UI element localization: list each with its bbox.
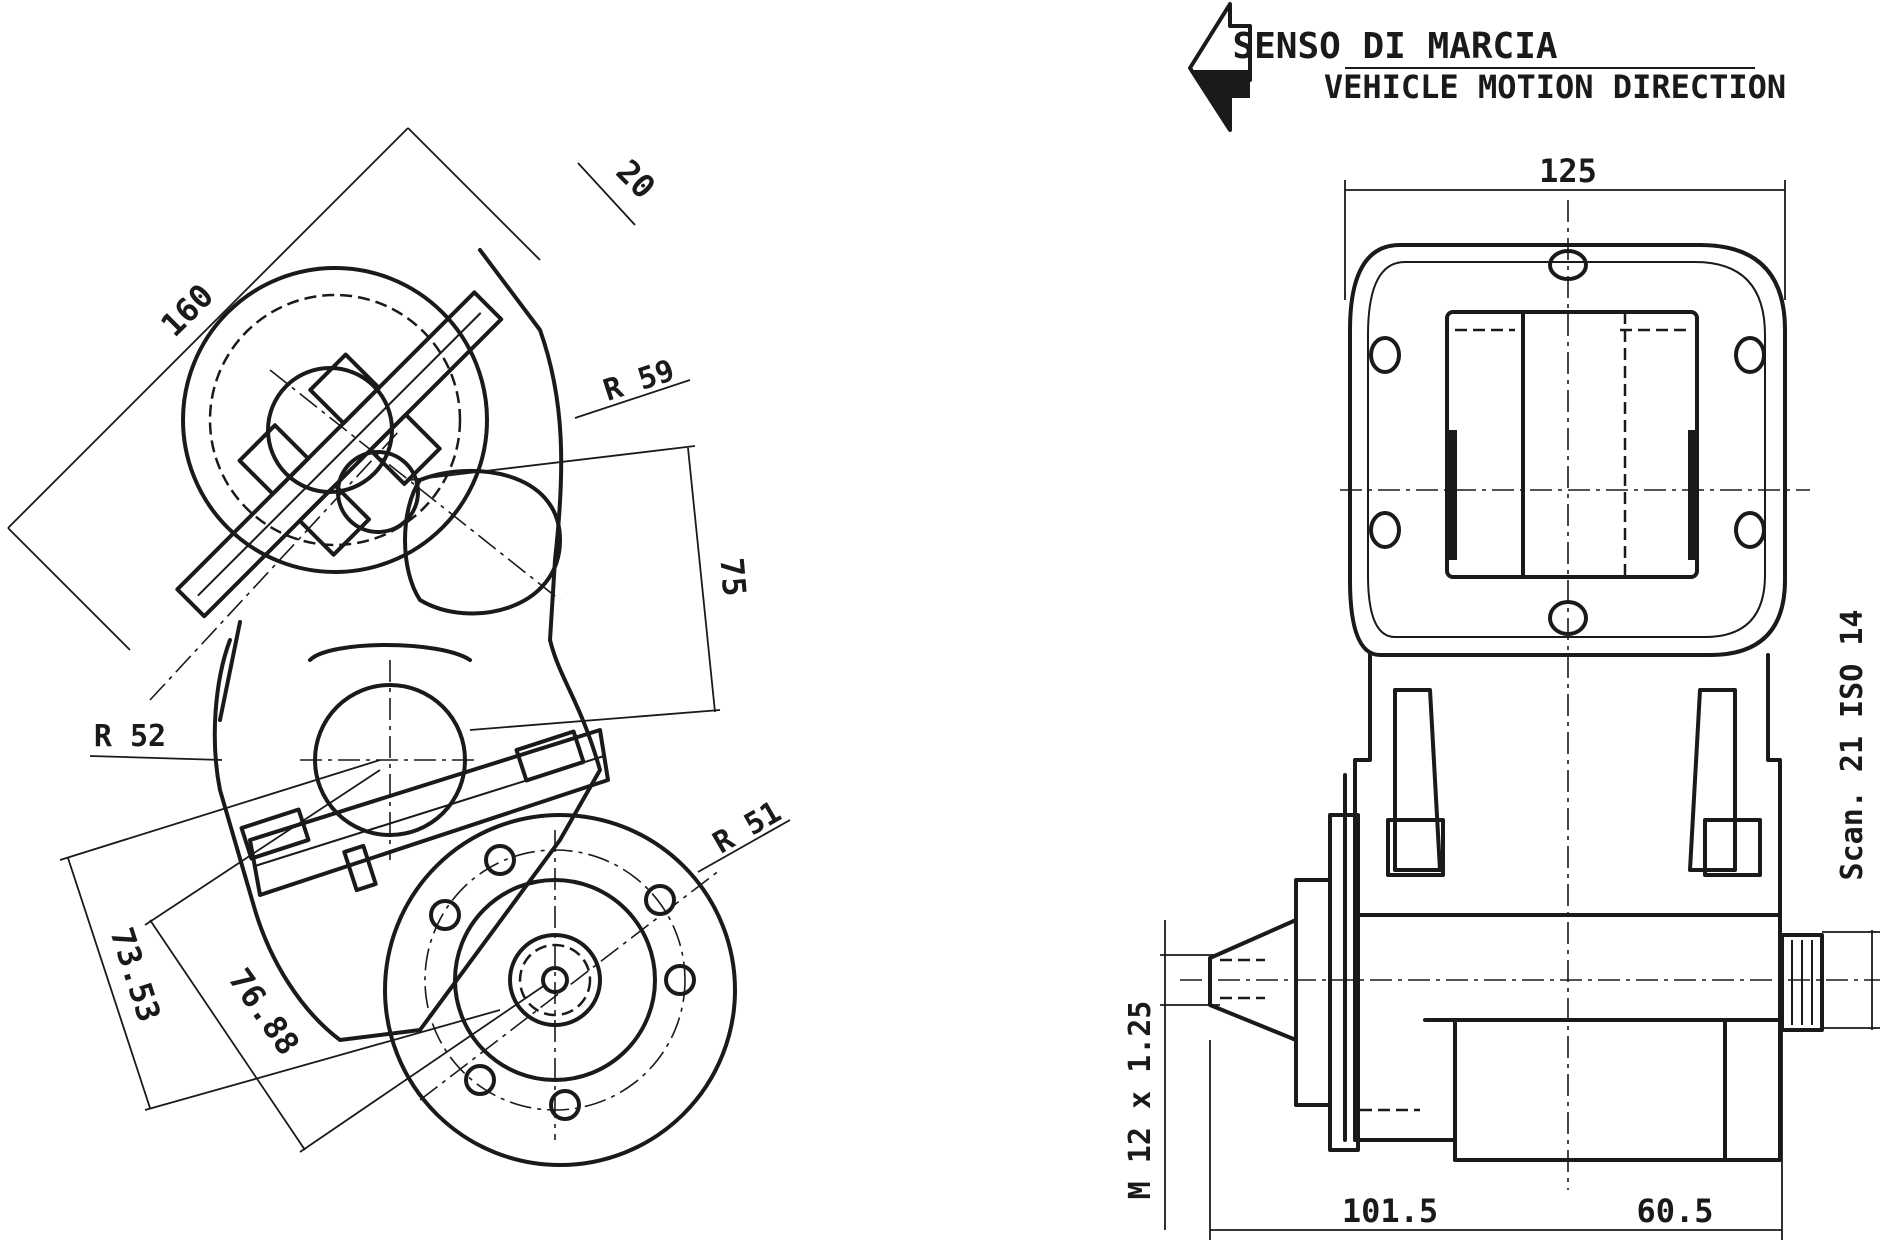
dim-r59: R 59	[599, 353, 679, 409]
dim-7688: 76.88	[221, 961, 307, 1062]
left-view: 160 20 R 59 75 R 52 R 51 73.53	[7, 127, 791, 1167]
dim-125: 125	[1539, 152, 1597, 190]
flange-plate	[175, 290, 504, 619]
bore-boss	[403, 468, 562, 616]
mounting-bar	[239, 728, 610, 897]
dim-20-line	[577, 162, 636, 226]
dim-r51: R 51	[707, 795, 787, 861]
dim-20: 20	[609, 152, 663, 206]
spline-shaft	[1780, 933, 1824, 1032]
dim-160-line	[7, 127, 541, 651]
dim-7688-line	[144, 769, 546, 1153]
dim-605: 60.5	[1636, 1192, 1713, 1230]
title-line-2: VEHICLE MOTION DIRECTION	[1324, 68, 1786, 106]
right-view: 125 Scan. 21 ISO 14 M 12 x 1.25 101.5 60…	[1123, 152, 1880, 1240]
top-flange	[1348, 243, 1787, 657]
bottom-dim-lines	[1209, 1030, 1783, 1240]
dim-7353-line	[59, 759, 501, 1111]
thread-label: M 12 x 1.25	[1123, 1001, 1158, 1200]
dim-r52-leader	[89, 755, 223, 761]
spline-label: Scan. 21 ISO 14	[1835, 610, 1870, 881]
motion-direction-arrow-icon	[1188, 2, 1252, 132]
title-line-1: SENSO DI MARCIA	[1232, 26, 1557, 67]
upper-bore	[336, 450, 420, 534]
dim-r59-leader	[574, 379, 691, 419]
thread-dim-line	[1160, 920, 1220, 1230]
lower-flange	[383, 813, 737, 1167]
dim-1015: 101.5	[1342, 1192, 1438, 1230]
gearbox-body	[1343, 653, 1782, 1162]
side-flange	[1208, 813, 1420, 1152]
dim-75-line	[409, 445, 721, 731]
dim-125-line	[1344, 180, 1786, 300]
dim-7353: 73.53	[103, 923, 169, 1026]
dim-r51-leader	[697, 819, 791, 873]
housing-outline	[212, 248, 602, 1042]
dim-r52: R 52	[94, 719, 166, 754]
upper-disc	[181, 266, 489, 574]
dim-75: 75	[712, 556, 753, 598]
spline-dim-line	[1822, 930, 1880, 1030]
